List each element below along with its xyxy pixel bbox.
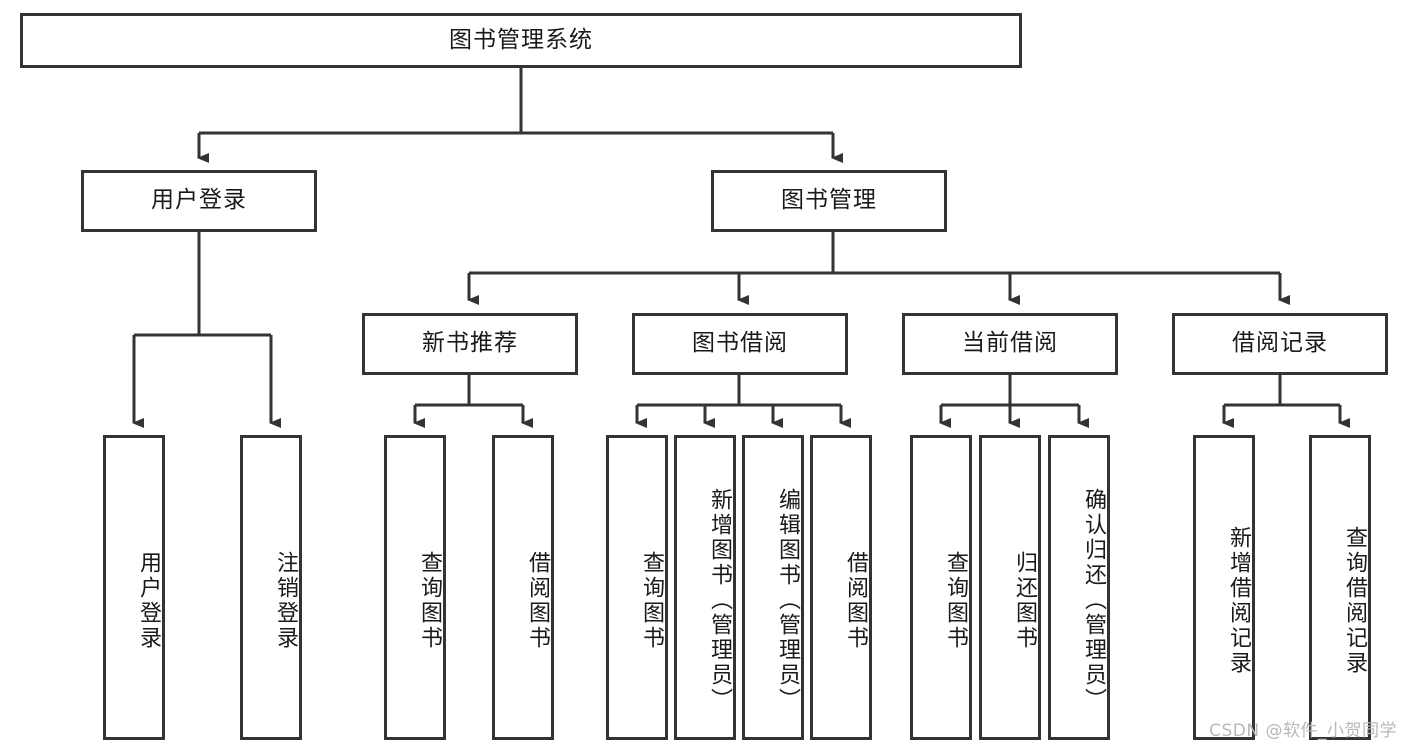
node-leaf-query-book-borrow-label: 查询图书 — [639, 550, 664, 651]
node-leaf-logout[interactable]: 注销登录 — [240, 435, 302, 740]
node-current-borrow-label: 当前借阅 — [962, 330, 1058, 357]
node-leaf-return-book-label: 归还图书 — [1012, 550, 1037, 651]
node-leaf-borrow-book-newbook[interactable]: 借阅图书 — [492, 435, 554, 740]
node-leaf-user-login[interactable]: 用户登录 — [103, 435, 165, 740]
node-leaf-add-book-admin[interactable]: 新增图书（管理员） — [674, 435, 736, 740]
node-leaf-borrow-book[interactable]: 借阅图书 — [810, 435, 872, 740]
node-leaf-edit-book-admin[interactable]: 编辑图书（管理员） — [742, 435, 804, 740]
node-root-book-management-system[interactable]: 图书管理系统 — [20, 13, 1022, 68]
node-book-borrow-label: 图书借阅 — [692, 330, 788, 357]
node-borrow-record-label: 借阅记录 — [1232, 330, 1328, 357]
node-leaf-add-borrow-record-label: 新增借阅记录 — [1226, 525, 1251, 676]
node-leaf-confirm-return-admin[interactable]: 确认归还（管理员） — [1048, 435, 1110, 740]
node-user-login[interactable]: 用户登录 — [81, 170, 317, 232]
node-leaf-borrow-book-newbook-label: 借阅图书 — [525, 550, 550, 651]
node-leaf-edit-book-admin-label: 编辑图书（管理员） — [775, 488, 800, 713]
node-leaf-return-book[interactable]: 归还图书 — [979, 435, 1041, 740]
node-leaf-query-book-newbook-label: 查询图书 — [417, 550, 442, 651]
node-leaf-query-borrow-record[interactable]: 查询借阅记录 — [1309, 435, 1371, 740]
node-user-login-label: 用户登录 — [151, 187, 247, 214]
node-borrow-record[interactable]: 借阅记录 — [1172, 313, 1388, 375]
node-book-management-label: 图书管理 — [781, 187, 877, 214]
node-leaf-query-book-borrow[interactable]: 查询图书 — [606, 435, 668, 740]
node-leaf-logout-label: 注销登录 — [273, 550, 298, 651]
node-book-borrow[interactable]: 图书借阅 — [632, 313, 848, 375]
node-leaf-query-book-current-label: 查询图书 — [943, 550, 968, 651]
node-current-borrow[interactable]: 当前借阅 — [902, 313, 1118, 375]
node-leaf-query-borrow-record-label: 查询借阅记录 — [1342, 525, 1367, 676]
node-book-management[interactable]: 图书管理 — [711, 170, 947, 232]
node-leaf-add-borrow-record[interactable]: 新增借阅记录 — [1193, 435, 1255, 740]
node-new-book-recommend[interactable]: 新书推荐 — [362, 313, 578, 375]
node-leaf-add-book-admin-label: 新增图书（管理员） — [707, 488, 732, 713]
node-leaf-query-book-newbook[interactable]: 查询图书 — [384, 435, 446, 740]
node-root-label: 图书管理系统 — [449, 26, 593, 53]
csdn-watermark: CSDN @软件_小贺同学 — [1209, 721, 1397, 741]
node-leaf-query-book-current[interactable]: 查询图书 — [910, 435, 972, 740]
node-leaf-confirm-return-admin-label: 确认归还（管理员） — [1081, 488, 1106, 713]
node-leaf-user-login-label: 用户登录 — [136, 550, 161, 651]
node-leaf-borrow-book-label: 借阅图书 — [843, 550, 868, 651]
node-new-book-recommend-label: 新书推荐 — [422, 330, 518, 357]
